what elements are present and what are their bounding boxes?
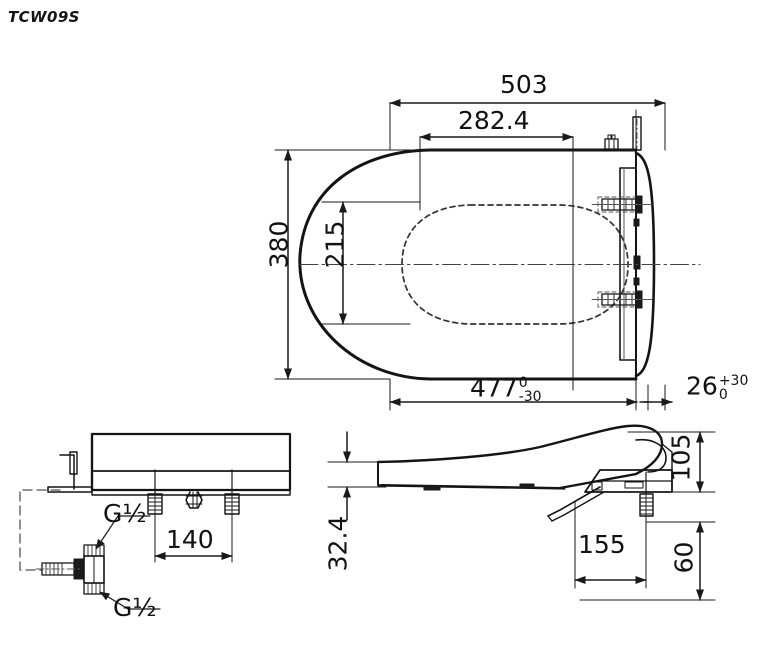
dimension-seat-length-value: 477	[470, 373, 518, 403]
dimension-body-depth: 155	[578, 530, 626, 559]
side-view-dimensions	[327, 431, 716, 601]
plan-view-dimensions	[274, 99, 673, 411]
water-inlet-left	[147, 469, 163, 515]
plan-view-geometry	[298, 116, 701, 381]
dimension-seat-length-tolerance: 0-30	[518, 375, 542, 406]
page-title: TCW09S	[8, 8, 80, 26]
side-view-geometry	[376, 424, 673, 522]
dimension-bolt-spacing: 140	[166, 525, 214, 554]
callout-supply-inlet-thread: G½	[103, 499, 147, 528]
side-view-hose	[639, 471, 654, 517]
dimension-overall-width: 503	[500, 70, 548, 99]
rear-view-dimensions	[154, 513, 233, 563]
dimension-body-height: 105	[666, 433, 696, 482]
dimension-seat-thickness: 32.4	[323, 515, 353, 572]
callout-valve-outlet-thread: G½	[113, 593, 157, 622]
dimension-bowl-opening-depth: 215	[320, 220, 350, 269]
angle-valve-assembly	[35, 544, 105, 595]
hinge-bolt-upper	[591, 195, 653, 214]
dimension-overall-depth: 380	[264, 220, 294, 269]
water-inlet-right	[224, 469, 240, 515]
dimension-bowl-opening-width: 282.4	[458, 106, 530, 135]
dimension-mount-drop: 60	[669, 541, 699, 574]
rear-view-geometry	[19, 432, 292, 610]
hinge-bolt-lower	[591, 290, 653, 309]
center-fitting	[185, 491, 203, 509]
dimension-mounting-offset-value: 26	[686, 371, 718, 401]
